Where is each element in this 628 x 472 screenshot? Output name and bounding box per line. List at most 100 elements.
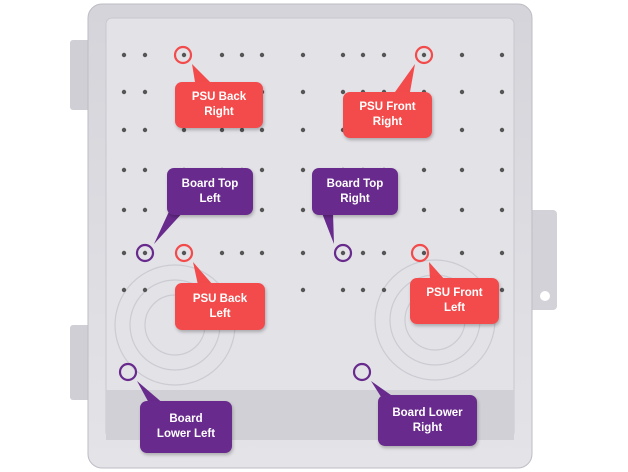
hole [142,89,148,95]
callout-text: PSU Back [192,292,248,305]
hole [121,89,127,95]
hole [381,250,387,256]
callout-pointer [429,262,445,280]
hole [142,167,148,173]
hole [459,167,465,173]
callout-text: Right [372,116,403,128]
hole [459,207,465,213]
hole [181,127,187,133]
callout-psu-back-left: PSU Back Left [175,283,265,330]
hole [499,207,505,213]
hole [421,207,427,213]
hole [300,250,306,256]
latch [527,210,557,310]
callout-text: PSU Front [426,287,483,299]
hole [421,167,427,173]
callout-text: Board [169,413,203,425]
hole [300,52,306,58]
marker-psu-back-right [173,45,193,65]
hole [360,250,366,256]
callout-pointer [137,381,165,405]
hole [340,52,346,58]
callout-pointer [192,64,210,82]
marker-board-lower-left [118,362,138,382]
hole [121,207,127,213]
callout-text: Right [204,106,234,118]
hole [300,127,306,133]
hole [259,250,265,256]
hole [381,52,387,58]
hole [300,89,306,95]
hole [459,127,465,133]
hole [219,250,225,256]
hole [142,250,148,256]
hole [300,167,306,173]
callout-text: Board Top [181,177,239,190]
callout-psu-front-right: PSU Front Right [343,92,432,138]
hole [121,167,127,173]
latch-hole [540,291,550,301]
hole [121,127,127,133]
hole [499,127,505,133]
hole [259,167,265,173]
hole [219,127,225,133]
hole [219,52,225,58]
hole [121,52,127,58]
hole [142,52,148,58]
hole [340,250,346,256]
left-hinge-bottom [70,325,92,400]
marker-psu-front-left [410,243,430,263]
callout-text: Left [199,192,221,205]
marker-psu-front-right [414,45,434,65]
callout-text: Right [412,421,443,434]
callout-text: Board Top [326,177,384,190]
hole [300,287,306,293]
hole [121,287,127,293]
callout-text: PSU Front [359,101,416,113]
hole [459,52,465,58]
callout-text: Left [443,302,466,314]
marker-board-top-left [135,243,155,263]
callout-text: Left [209,307,231,320]
hole [381,287,387,293]
callout-text: PSU Back [191,91,247,103]
hole [239,250,245,256]
hole [259,52,265,58]
callout-board-top-left: Board Top Left [167,168,253,215]
callout-pointer [320,208,334,244]
hole [421,52,427,58]
hole [300,207,306,213]
hole [142,207,148,213]
hole [340,287,346,293]
hole [142,127,148,133]
hole [239,127,245,133]
marker-board-lower-right [352,362,372,382]
hole [142,287,148,293]
callout-board-lower-right: Board Lower Right [378,395,477,446]
hole [121,250,127,256]
marker-psu-back-left [174,243,194,263]
hole [499,52,505,58]
hole [499,250,505,256]
callout-psu-back-right: PSU Back Right [175,82,263,128]
hole [181,250,187,256]
hole [181,52,187,58]
hole [499,287,505,293]
hole [499,167,505,173]
hole [239,52,245,58]
hole [459,250,465,256]
hole [421,250,427,256]
callout-text: Lower Left [156,428,216,440]
callout-board-top-right: Board Top Right [312,168,398,215]
callout-text: Board Lower [392,406,463,419]
callout-board-lower-left: Board Lower Left [140,401,232,453]
callout-pointer [395,64,415,92]
hole [499,89,505,95]
hole [259,207,265,213]
callout-text: Right [340,192,370,205]
hole [459,89,465,95]
callout-psu-front-left: PSU Front Left [410,278,499,324]
marker-board-top-right [333,243,353,263]
